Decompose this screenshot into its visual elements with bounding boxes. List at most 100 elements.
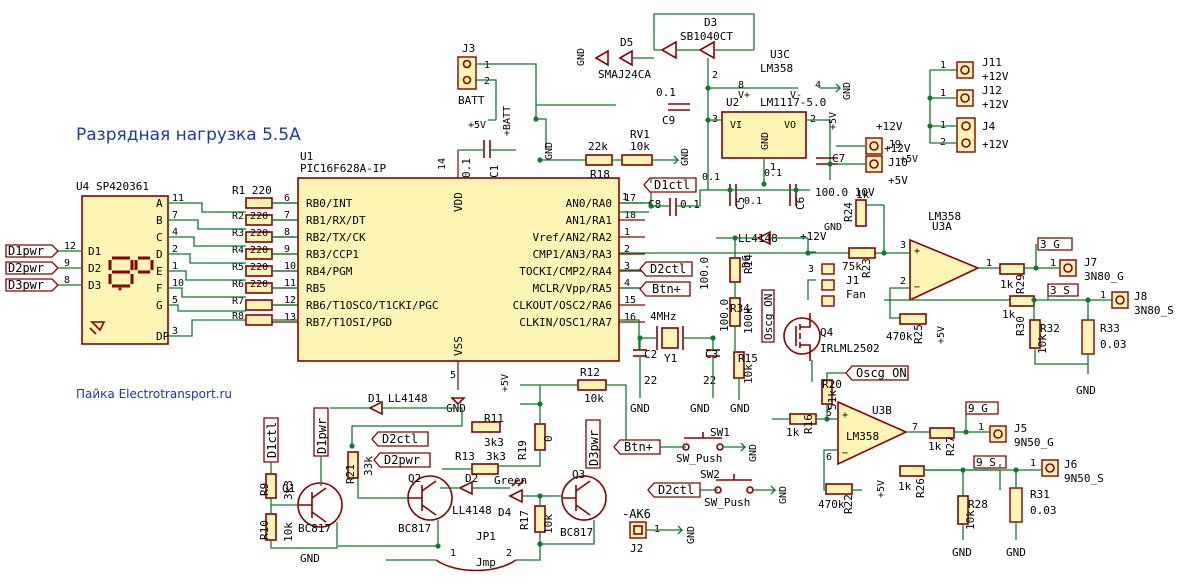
svg-text:JP1: JP1 xyxy=(476,530,496,543)
u1-microcontroller[interactable]: U1 PIC16F628A-IP RB0/INT6RB1/RX/DT7RB2/T… xyxy=(272,150,645,390)
resistor-r19[interactable]: R19 0 xyxy=(516,423,555,460)
net-label-d3pwr: D3pwr xyxy=(5,278,59,292)
switch-sw2[interactable]: SW2 SW_Push xyxy=(700,468,754,509)
connector-j5[interactable]: J5 9N50_G 1 xyxy=(978,422,1054,449)
resistor-r17[interactable]: R17 10k xyxy=(518,505,555,534)
resistor-r23[interactable]: 75k R23 xyxy=(842,247,876,278)
connector-j4[interactable]: J4 +12V 1 2 xyxy=(940,117,1009,153)
diode-d5[interactable]: D5 SMAJ24CA xyxy=(594,36,651,81)
net-label-d2pwr-q: D2pwr xyxy=(373,452,431,468)
resistor-r16[interactable]: 1k R16 xyxy=(786,413,817,439)
diode-d3[interactable]: D3 SB1040CT xyxy=(660,16,733,60)
led-arrow-icon xyxy=(89,321,106,335)
svg-text:6: 6 xyxy=(826,452,832,463)
transistor-q3[interactable]: Q3 BC817 xyxy=(560,468,607,539)
connector-j3[interactable]: J3 BATT 1 2 xyxy=(457,42,490,107)
svg-text:Q1: Q1 xyxy=(282,482,295,495)
resistor-r21[interactable]: R21 33k xyxy=(344,451,375,484)
cap-c7[interactable]: C7 100.0 10V xyxy=(815,152,875,199)
connector-j12[interactable]: J12 +12V 1 xyxy=(940,84,1009,111)
diode-d2[interactable]: D2 LL4148 xyxy=(452,472,492,517)
svg-text:1: 1 xyxy=(450,548,456,559)
resistor-r18[interactable]: 22k R18 xyxy=(585,140,613,181)
pot-rv1[interactable]: RV1 10k xyxy=(621,128,653,166)
cap-c1[interactable]: C1 0.1 xyxy=(460,140,501,178)
cap-c6[interactable]: C6 xyxy=(789,184,807,210)
svg-text:+: + xyxy=(842,410,848,421)
svg-text:R28: R28 xyxy=(968,498,988,511)
resistor-r15[interactable]: R15 10k xyxy=(733,351,758,384)
svg-text:R13: R13 xyxy=(455,450,475,463)
resistor-r14[interactable]: R14 xyxy=(729,254,755,283)
jumper-jp1[interactable]: JP1 Jmp 1 2 xyxy=(435,530,517,572)
svg-text:D5: D5 xyxy=(620,36,633,49)
connector-j10[interactable]: J10 +5V xyxy=(865,155,908,187)
resistor-r31[interactable]: R31 0.03 xyxy=(1009,487,1057,523)
svg-text:GND: GND xyxy=(952,546,972,559)
r5-label: R5 220 xyxy=(232,262,268,273)
resistor-r33[interactable]: R33 0.03 xyxy=(1081,319,1127,355)
resistor-r25[interactable]: 470k R25 xyxy=(886,313,927,344)
cap-c9[interactable]: C9 xyxy=(662,103,690,127)
cap-c8[interactable]: C8 0.1 xyxy=(648,198,700,216)
connector-j9[interactable]: J9 xyxy=(865,137,901,155)
resistor-r30[interactable]: 1k R30 xyxy=(1002,295,1035,336)
connector-j6[interactable]: J6 9N50_S 1 xyxy=(1030,458,1104,485)
svg-text:U3A: U3A xyxy=(932,220,952,233)
opamp-u3a[interactable]: U3A LM358 + − xyxy=(909,210,980,302)
resistor-r7[interactable] xyxy=(245,299,273,311)
connector-j7[interactable]: J7 3N80_G 1 xyxy=(1050,256,1124,283)
svg-text:3N80_S: 3N80_S xyxy=(1134,304,1174,317)
connector-j11[interactable]: J11 +12V 1 xyxy=(940,56,1009,83)
resistor-r12[interactable]: R12 10k xyxy=(577,366,607,405)
crystal-y1[interactable]: 4MHz Y1 xyxy=(650,310,684,365)
switch-sw1[interactable]: SW1 SW_Push xyxy=(676,426,730,465)
resistor-r22[interactable]: 470k R22 xyxy=(818,483,855,514)
resistor-r29[interactable]: 1k R29 xyxy=(999,263,1027,294)
resistor-r8[interactable] xyxy=(245,314,273,326)
diode-d1[interactable]: D1 LL4148 xyxy=(368,392,428,416)
transistor-q1[interactable]: Q1 BC817 xyxy=(282,482,343,535)
resistor-r20[interactable]: R20 51k xyxy=(821,378,842,410)
resistor-r34[interactable]: R34 100k xyxy=(729,297,755,334)
resistor-r9[interactable]: R9 3k3 xyxy=(258,473,295,500)
resistor-r13[interactable]: R13 3k3 xyxy=(455,450,506,475)
resistor-r10[interactable]: R10 10k xyxy=(258,513,295,542)
svg-text:100.0 10V: 100.0 10V xyxy=(815,186,875,199)
regulator-u2[interactable]: U2 LM1117-5.0 VI VO GND xyxy=(721,96,826,159)
svg-text:+: + xyxy=(914,246,920,257)
u1-vdd-label: VDD xyxy=(452,192,465,212)
connector-j8[interactable]: J8 3N80_S 1 xyxy=(1100,290,1174,317)
resistor-r26[interactable]: 1k R26 xyxy=(898,465,927,498)
resistor-r27[interactable]: 1k R27 xyxy=(928,427,957,456)
svg-text:R15: R15 xyxy=(738,352,758,365)
mosfet-q4[interactable]: Q4 IRLML2502 xyxy=(783,313,880,361)
svg-text:R32: R32 xyxy=(1040,322,1060,335)
resistor-r11[interactable]: R11 3k3 xyxy=(471,412,504,449)
svg-text:R23: R23 xyxy=(860,258,873,278)
svg-text:22: 22 xyxy=(644,374,657,387)
transistor-q2[interactable]: Q2 BC817 xyxy=(398,472,453,535)
connector-j2[interactable]: J2 1 xyxy=(629,521,660,555)
svg-text:C9: C9 xyxy=(662,114,675,127)
credit-text: Пайка Electrotransport.ru xyxy=(76,387,232,401)
svg-text:LM358: LM358 xyxy=(928,210,961,223)
u4-segment-label: DP xyxy=(156,330,170,343)
svg-text:GND: GND xyxy=(300,552,320,565)
connector-j1[interactable]: J1 Fan 3 xyxy=(808,263,866,307)
cap-c2[interactable]: C2 22 xyxy=(633,348,657,387)
cap-c3[interactable]: C3 22 xyxy=(703,348,720,387)
resistor-r1[interactable] xyxy=(245,197,273,209)
svg-text:100k: 100k xyxy=(742,307,755,334)
svg-text:D3pwr: D3pwr xyxy=(8,278,44,292)
svg-text:470k: 470k xyxy=(886,330,913,343)
opamp-u3b[interactable]: U3B LM358 + − xyxy=(837,400,908,466)
resistor-r24[interactable]: 1k R24 xyxy=(842,188,870,227)
r7-label: R7 xyxy=(232,296,244,307)
svg-text:+5V: +5V xyxy=(936,326,947,344)
svg-text:10k: 10k xyxy=(630,140,650,153)
resistor-r28[interactable]: R28 10k xyxy=(957,495,988,530)
